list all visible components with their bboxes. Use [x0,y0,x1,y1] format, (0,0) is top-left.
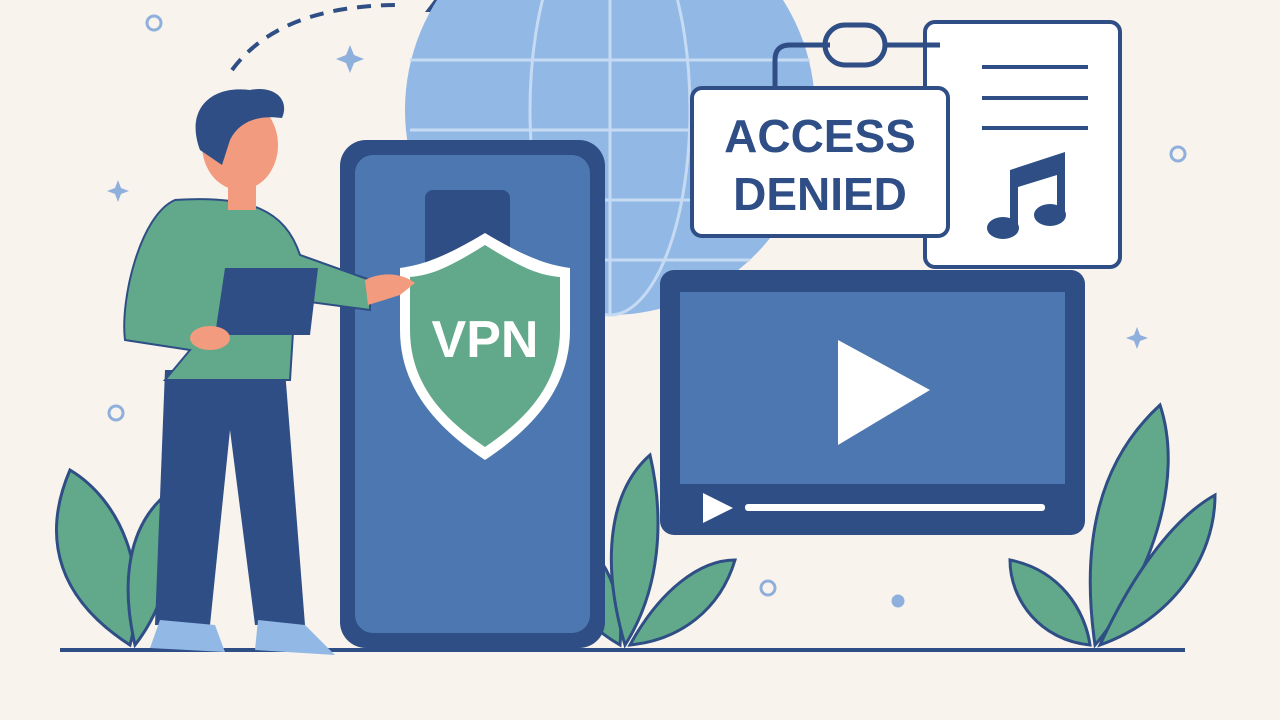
music-document [923,20,1122,269]
shield-label: VPN [432,311,539,369]
vpn-shield-icon: VPN [400,233,570,460]
small-play-icon [703,493,733,523]
video-progress-bar [745,504,1045,511]
person-figure [123,89,415,655]
sign-line-1: ACCESS [724,110,916,162]
music-note-icon [987,152,1066,239]
sign-line-2: DENIED [733,168,907,220]
play-icon [838,340,930,445]
decorative-sparkles [107,14,1187,608]
chain-icon [772,22,940,90]
laptop-icon [215,268,318,335]
video-player [660,270,1085,535]
access-denied-sign: ACCESS DENIED [690,86,950,238]
